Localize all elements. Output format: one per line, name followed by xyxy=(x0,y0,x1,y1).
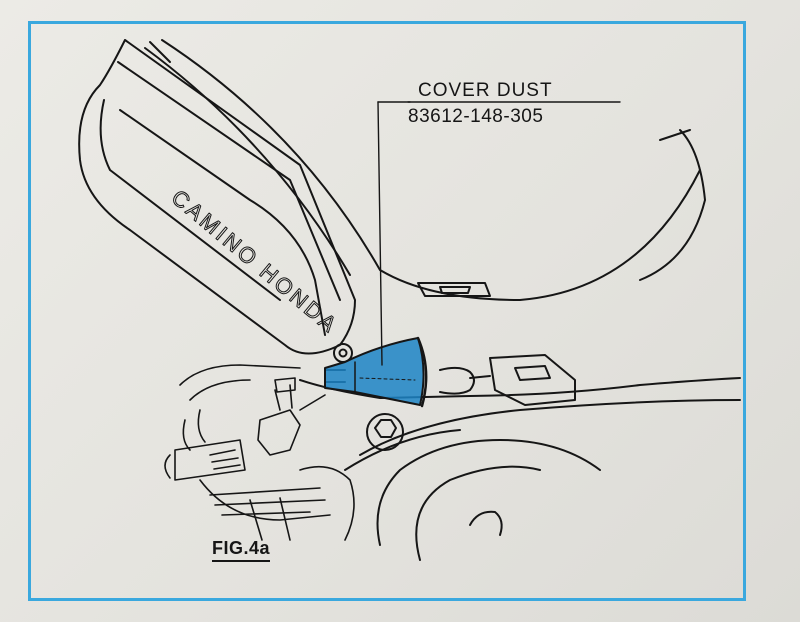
callout-leader xyxy=(377,101,621,366)
lower-frame xyxy=(299,377,741,561)
pivot-bolt xyxy=(366,413,404,451)
upper-bracket xyxy=(417,282,491,297)
callout-part-name: COVER DUST xyxy=(418,80,553,101)
figure-label: FIG.4a xyxy=(212,538,271,562)
side-panel xyxy=(78,39,356,355)
cover-dust-part xyxy=(324,336,428,408)
figure-frame xyxy=(28,21,746,601)
frame-tube xyxy=(144,39,706,301)
right-bracket xyxy=(489,354,576,406)
engine-area xyxy=(164,364,355,541)
callout-part-number: 83612-148-305 xyxy=(408,106,544,127)
